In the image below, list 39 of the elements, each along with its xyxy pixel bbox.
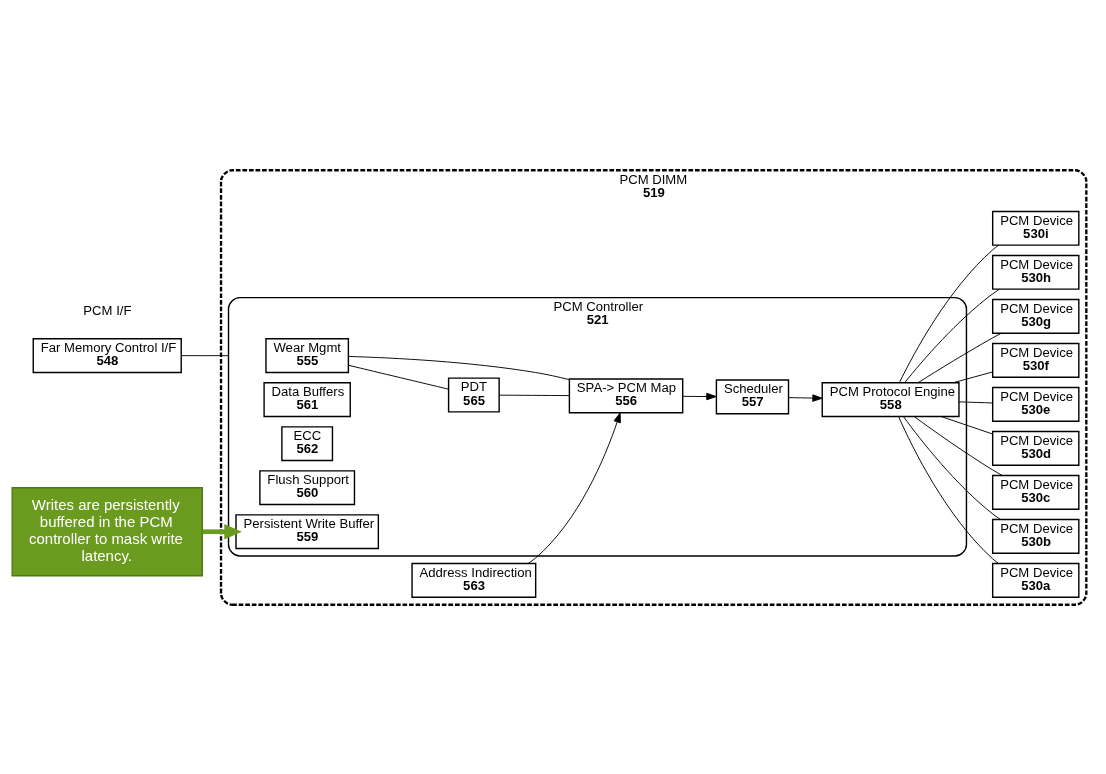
connector [913,415,1003,476]
node-box: PCM Device 530c [991,474,1080,510]
arrow [788,393,823,402]
arrow [527,411,621,564]
node-box: PCM Device 530e [991,386,1080,422]
connector [952,371,993,383]
connector [904,288,1000,383]
node-box: PCM Device 530g [991,298,1080,334]
connector [898,244,1000,383]
label: PCM I/F [83,302,132,318]
connector [903,415,1002,520]
node-box: Scheduler 557 [715,378,790,414]
connector [917,332,1002,383]
connector [940,415,993,434]
connector [898,415,999,564]
node-box: PCM Device 530a [991,562,1080,598]
arrow [682,392,717,400]
node-box: PCM Protocol Engine 558 [821,381,960,417]
node-box: PCM Device 530i [991,210,1080,246]
node-box: Writes are persistently buffered in the PCM controller to mask write latency. [11,486,203,576]
node-box: PCM Device 530h [991,254,1080,290]
node-box: Flush Support 560 [259,469,356,505]
node-box: Far Memory Control I/F 548 [32,337,182,373]
connector [180,354,229,356]
connector [348,355,570,380]
node-box: PCM Device 530b [991,518,1080,554]
node-box: Address Indirection 563 [411,562,537,598]
connector [498,394,570,396]
node-box: PDT 565 [447,376,500,413]
connector [958,400,994,403]
node-box: ECC 562 [281,425,334,461]
node-box: Wear Mgmt 555 [265,337,350,373]
node-box: Data Buffers 561 [263,381,351,417]
node-box: Persistent Write Buffer 559 [235,513,380,549]
connector [347,364,449,390]
node-box: SPA-> PCM Map 556 [568,377,684,413]
node-box: PCM Device 530f [991,342,1080,378]
node-box: PCM Device 530d [991,430,1080,466]
arrow [202,523,242,539]
